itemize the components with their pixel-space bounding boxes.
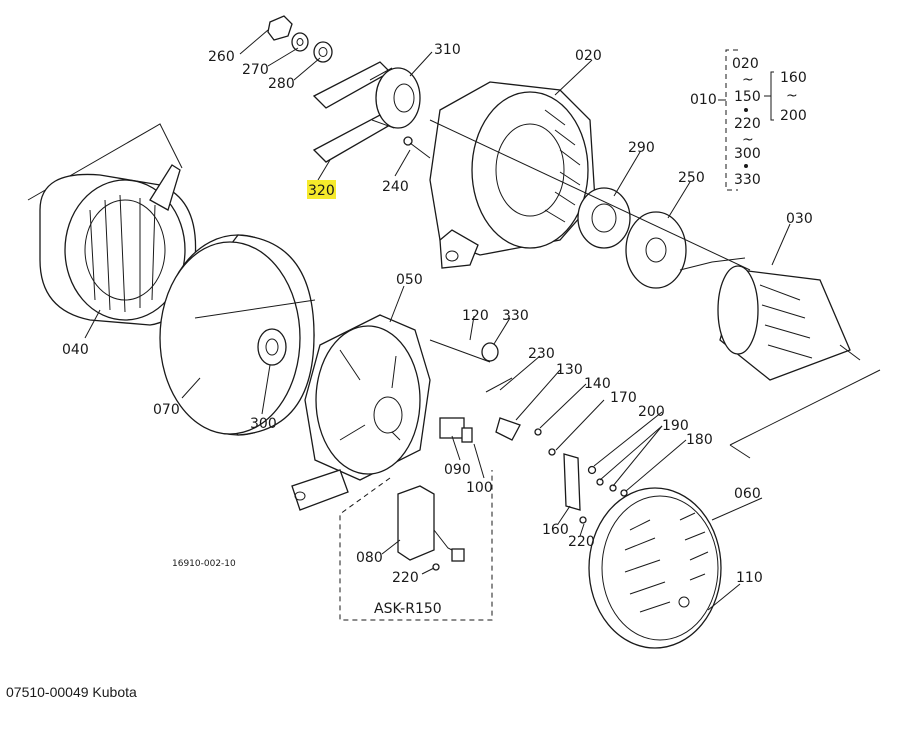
terminal-160 <box>548 448 628 524</box>
kit-item: 330 <box>734 172 761 188</box>
label-090: 090 <box>444 462 471 478</box>
label-240: 240 <box>382 179 409 195</box>
label-180: 180 <box>686 432 713 448</box>
label-330: 330 <box>502 308 529 324</box>
pulley-belt-310-320 <box>312 61 421 163</box>
kit-dot <box>744 164 748 168</box>
label-110: 110 <box>736 570 763 586</box>
drawing-code: 16910-002-10 <box>172 559 236 569</box>
label-220-b: 220 <box>392 570 419 586</box>
label-020: 020 <box>575 48 602 64</box>
kit-item: 220 <box>734 116 761 132</box>
caption: 07510-00049 Kubota <box>6 684 137 700</box>
label-300: 300 <box>250 416 277 432</box>
kit-bracket-010 <box>718 49 774 191</box>
screw-110 <box>707 601 719 611</box>
label-120: 120 <box>462 308 489 324</box>
kit-item: 150 <box>734 89 761 105</box>
label-200: 200 <box>638 404 665 420</box>
range-mark: ~ <box>786 88 798 104</box>
kit-group-items: 020 150 220 300 330 160 200 ~ ~ ~ <box>732 56 807 188</box>
kit-item: 020 <box>732 56 759 72</box>
part-labels: 260 270 280 310 320 240 020 290 250 030 … <box>62 42 813 586</box>
label-010: 010 <box>690 92 717 108</box>
label-280: 280 <box>268 76 295 92</box>
bearing-plate-250 <box>625 211 687 289</box>
leader-lines <box>84 29 791 603</box>
label-320[interactable]: 320 <box>308 183 335 199</box>
label-040: 040 <box>62 342 89 358</box>
label-100: 100 <box>466 480 493 496</box>
kit-sub-item: 160 <box>780 70 807 86</box>
label-250: 250 <box>678 170 705 186</box>
label-190: 190 <box>662 418 689 434</box>
label-220-a: 220 <box>568 534 595 550</box>
label-310: 310 <box>434 42 461 58</box>
assembly-label: ASK-R150 <box>374 601 442 617</box>
end-housing-050 <box>291 314 431 511</box>
kit-dot <box>744 108 748 112</box>
label-230: 230 <box>528 346 555 362</box>
label-270: 270 <box>242 62 269 78</box>
label-140: 140 <box>584 376 611 392</box>
label-030: 030 <box>786 211 813 227</box>
label-290: 290 <box>628 140 655 156</box>
brush-holder-group <box>439 342 542 443</box>
label-160: 160 <box>542 522 569 538</box>
label-070: 070 <box>153 402 180 418</box>
bearing-290 <box>577 187 631 249</box>
highlight-320 <box>307 180 336 199</box>
label-050: 050 <box>396 272 423 288</box>
through-bolt-120 <box>429 339 491 363</box>
fan-shroud-020 <box>429 81 596 269</box>
range-mark: ~ <box>742 72 754 88</box>
label-060: 060 <box>734 486 761 502</box>
label-260: 260 <box>208 49 235 65</box>
armature-030 <box>679 257 881 459</box>
kit-sub-item: 200 <box>780 108 807 124</box>
nut-washers-260-280 <box>267 15 333 63</box>
label-080: 080 <box>356 550 383 566</box>
bolt-240 <box>403 136 431 159</box>
stator-040 <box>27 123 197 326</box>
rotor-drum-070 <box>159 234 316 436</box>
ask-r150-box <box>339 470 493 621</box>
label-130: 130 <box>556 362 583 378</box>
regulator-080 <box>397 485 465 571</box>
rear-cover-060 <box>588 487 722 649</box>
kit-item: 300 <box>734 146 761 162</box>
range-mark: ~ <box>742 132 754 148</box>
label-170: 170 <box>610 390 637 406</box>
